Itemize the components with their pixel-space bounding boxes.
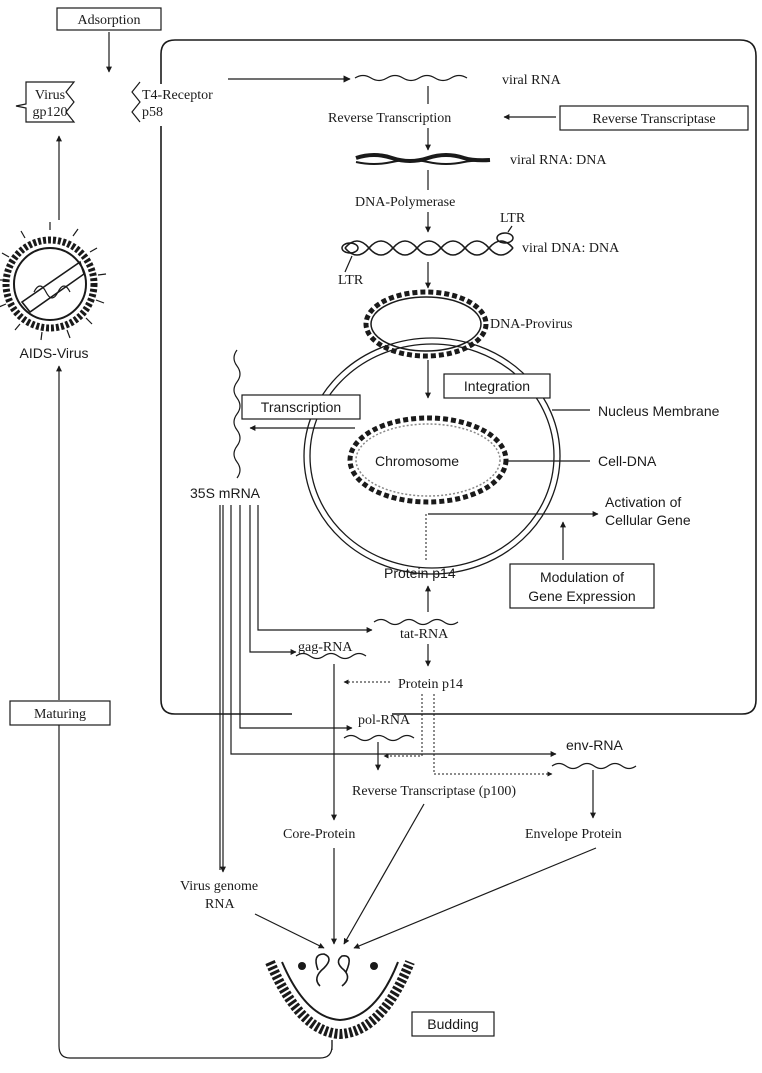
virus-gp120-shape: Virus gp120 [15,81,76,123]
assembly-arrows [254,803,597,949]
chromosome-label: Chromosome [375,453,459,469]
envelope-protein-label: Envelope Protein [525,827,622,842]
p14-to-env-dotted [433,694,553,777]
maturing-label: Maturing [34,707,86,722]
viral-rna-strand [354,74,468,82]
cell-dna-label: Cell-DNA [598,453,657,469]
transcription-label: Transcription [261,399,341,415]
protein-p14-top-label: Protein p14 [384,565,456,581]
aids-virus-label: AIDS-Virus [20,345,89,361]
pol-rna-label: pol-RNA [358,713,411,728]
budding-box: Budding [411,1011,495,1037]
maturing-loop [56,365,333,1059]
mrna-branches [219,505,557,873]
activation-label-2: Cellular Gene [605,512,691,528]
integration-box: Integration [443,373,551,399]
modulation-box: Modulation of Gene Expression [509,563,655,609]
adsorption-box: Adsorption [56,7,162,31]
mrna-35s-strand [233,349,241,479]
virus-label: Virus [35,88,65,103]
viral-dna-dna-helix [341,225,514,273]
viral-rna-dna-label: viral RNA: DNA [510,153,607,168]
adsorption-label: Adsorption [78,13,141,28]
reverse-transcription-label: Reverse Transcription [328,111,451,126]
cell-membrane [160,39,757,715]
gp120-label: gp120 [33,105,68,120]
nucleus-membrane-label: Nucleus Membrane [598,403,720,419]
viral-rna-dna-hybrid [355,153,491,165]
gag-rna-label: gag-RNA [298,640,353,655]
dna-provirus-label: DNA-Provirus [490,317,572,332]
aids-virus-particle: AIDS-Virus [0,222,107,361]
t4-receptor-shape: T4-Receptor p58 [131,81,213,123]
env-rna-strand [551,762,637,770]
modulation-label-1: Modulation of [540,569,624,585]
nucleus-membrane [303,337,561,575]
dna-provirus-circle [363,289,489,359]
ltr-top-label: LTR [500,211,526,226]
t4-receptor-label: T4-Receptor [142,88,213,103]
viral-rna-label: viral RNA [502,73,562,88]
reverse-transcriptase-box: Reverse Transcriptase [559,105,749,131]
integration-label: Integration [464,378,530,394]
modulation-label-2: Gene Expression [528,588,635,604]
activation-label-1: Activation of [605,494,681,510]
p58-label: p58 [142,105,163,120]
gag-rna-strand [295,652,367,660]
protein-p14-mid-label: Protein p14 [398,677,463,692]
budding-label: Budding [427,1016,478,1032]
rt-p100-label: Reverse Transcriptase (p100) [352,784,516,799]
viral-dna-dna-label: viral DNA: DNA [522,241,620,256]
pol-rna-strand [343,734,415,742]
tat-rna-strand [373,618,459,626]
ltr-bottom-label: LTR [338,273,364,288]
transcription-box: Transcription [241,394,361,420]
budding-particle [265,953,415,1050]
env-rna-label: env-RNA [566,737,623,753]
dna-polymerase-label: DNA-Polymerase [355,195,455,210]
core-protein-label: Core-Protein [283,827,355,842]
reverse-transcriptase-label: Reverse Transcriptase [592,112,715,127]
chromosome-circle [347,415,509,505]
virus-genome-label-1: Virus genome [180,879,258,894]
tat-rna-label: tat-RNA [400,627,449,642]
maturing-box: Maturing [9,700,111,726]
mrna-35s-label: 35S mRNA [190,485,261,501]
virus-genome-label-2: RNA [205,897,235,912]
p14-to-rt-dotted [383,694,423,759]
